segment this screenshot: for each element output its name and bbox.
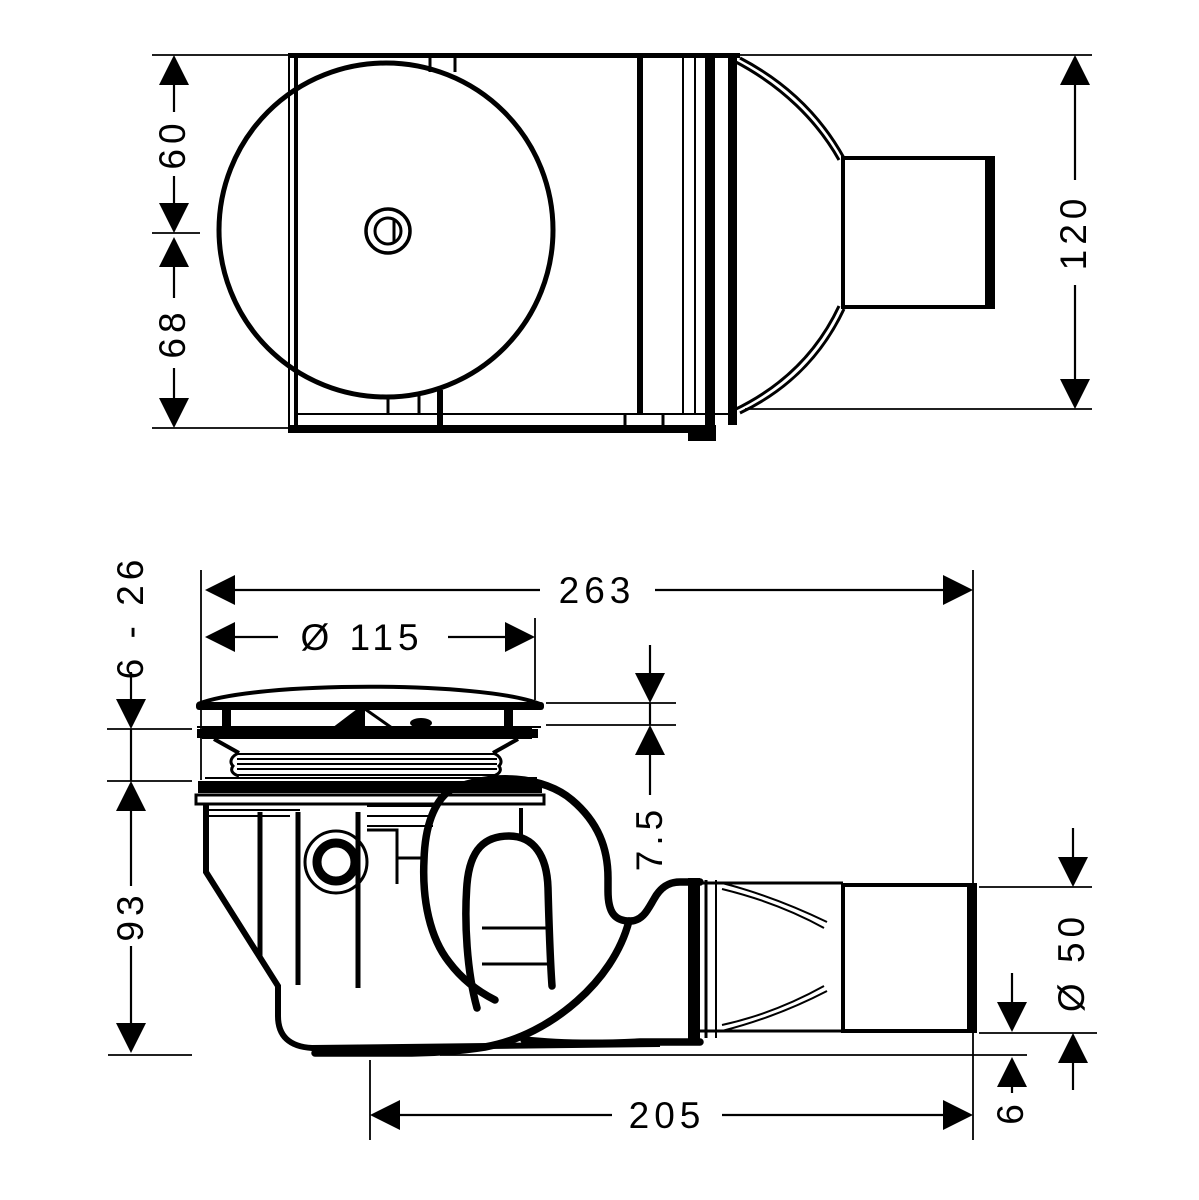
dim-label-93: 93 xyxy=(110,890,151,941)
dimension-115: Ø 115 xyxy=(205,617,536,700)
cover-cap-dome xyxy=(197,684,541,706)
dim-label-6-26: 6 - 26 xyxy=(110,555,151,680)
dimension-60-68: 60 68 xyxy=(152,54,288,429)
dim-label-60: 60 xyxy=(152,118,193,169)
dimension-6-26: 6 - 26 xyxy=(107,555,192,811)
s-trap-tube xyxy=(311,775,704,1057)
dim-label-115: Ø 115 xyxy=(300,617,423,658)
body-bottom-edge xyxy=(288,425,716,433)
grate-ring xyxy=(202,728,532,739)
body-top-edge xyxy=(288,53,740,58)
side-port xyxy=(303,829,369,895)
dim-label-68: 68 xyxy=(152,307,193,358)
dim-label-7-5: 7.5 xyxy=(629,805,670,871)
dim-label-6: 6 xyxy=(990,1099,1031,1125)
dimension-120: 120 xyxy=(740,54,1094,410)
dimension-93: 93 xyxy=(108,811,192,1056)
outlet-socket xyxy=(688,878,843,1040)
outlet-pipe-top xyxy=(841,156,995,309)
dim-label-263: 263 xyxy=(559,570,636,611)
outlet-pipe-side xyxy=(841,883,977,1033)
screw-detail xyxy=(364,207,412,255)
dim-label-120: 120 xyxy=(1053,194,1094,271)
dim-label-50: Ø 50 xyxy=(1051,912,1092,1012)
side-view xyxy=(194,684,977,1057)
top-view xyxy=(216,53,995,441)
dimension-7-5: 7.5 xyxy=(546,645,676,871)
dim-label-205: 205 xyxy=(629,1095,706,1136)
dimension-263: 263 xyxy=(200,570,974,1140)
dimension-50: Ø 50 xyxy=(979,828,1097,1090)
trap-body-outline xyxy=(203,804,661,1052)
dimension-205: 205 xyxy=(369,1060,973,1140)
dimension-6: 6 xyxy=(440,973,1031,1125)
cover-plate-circle xyxy=(216,60,556,400)
